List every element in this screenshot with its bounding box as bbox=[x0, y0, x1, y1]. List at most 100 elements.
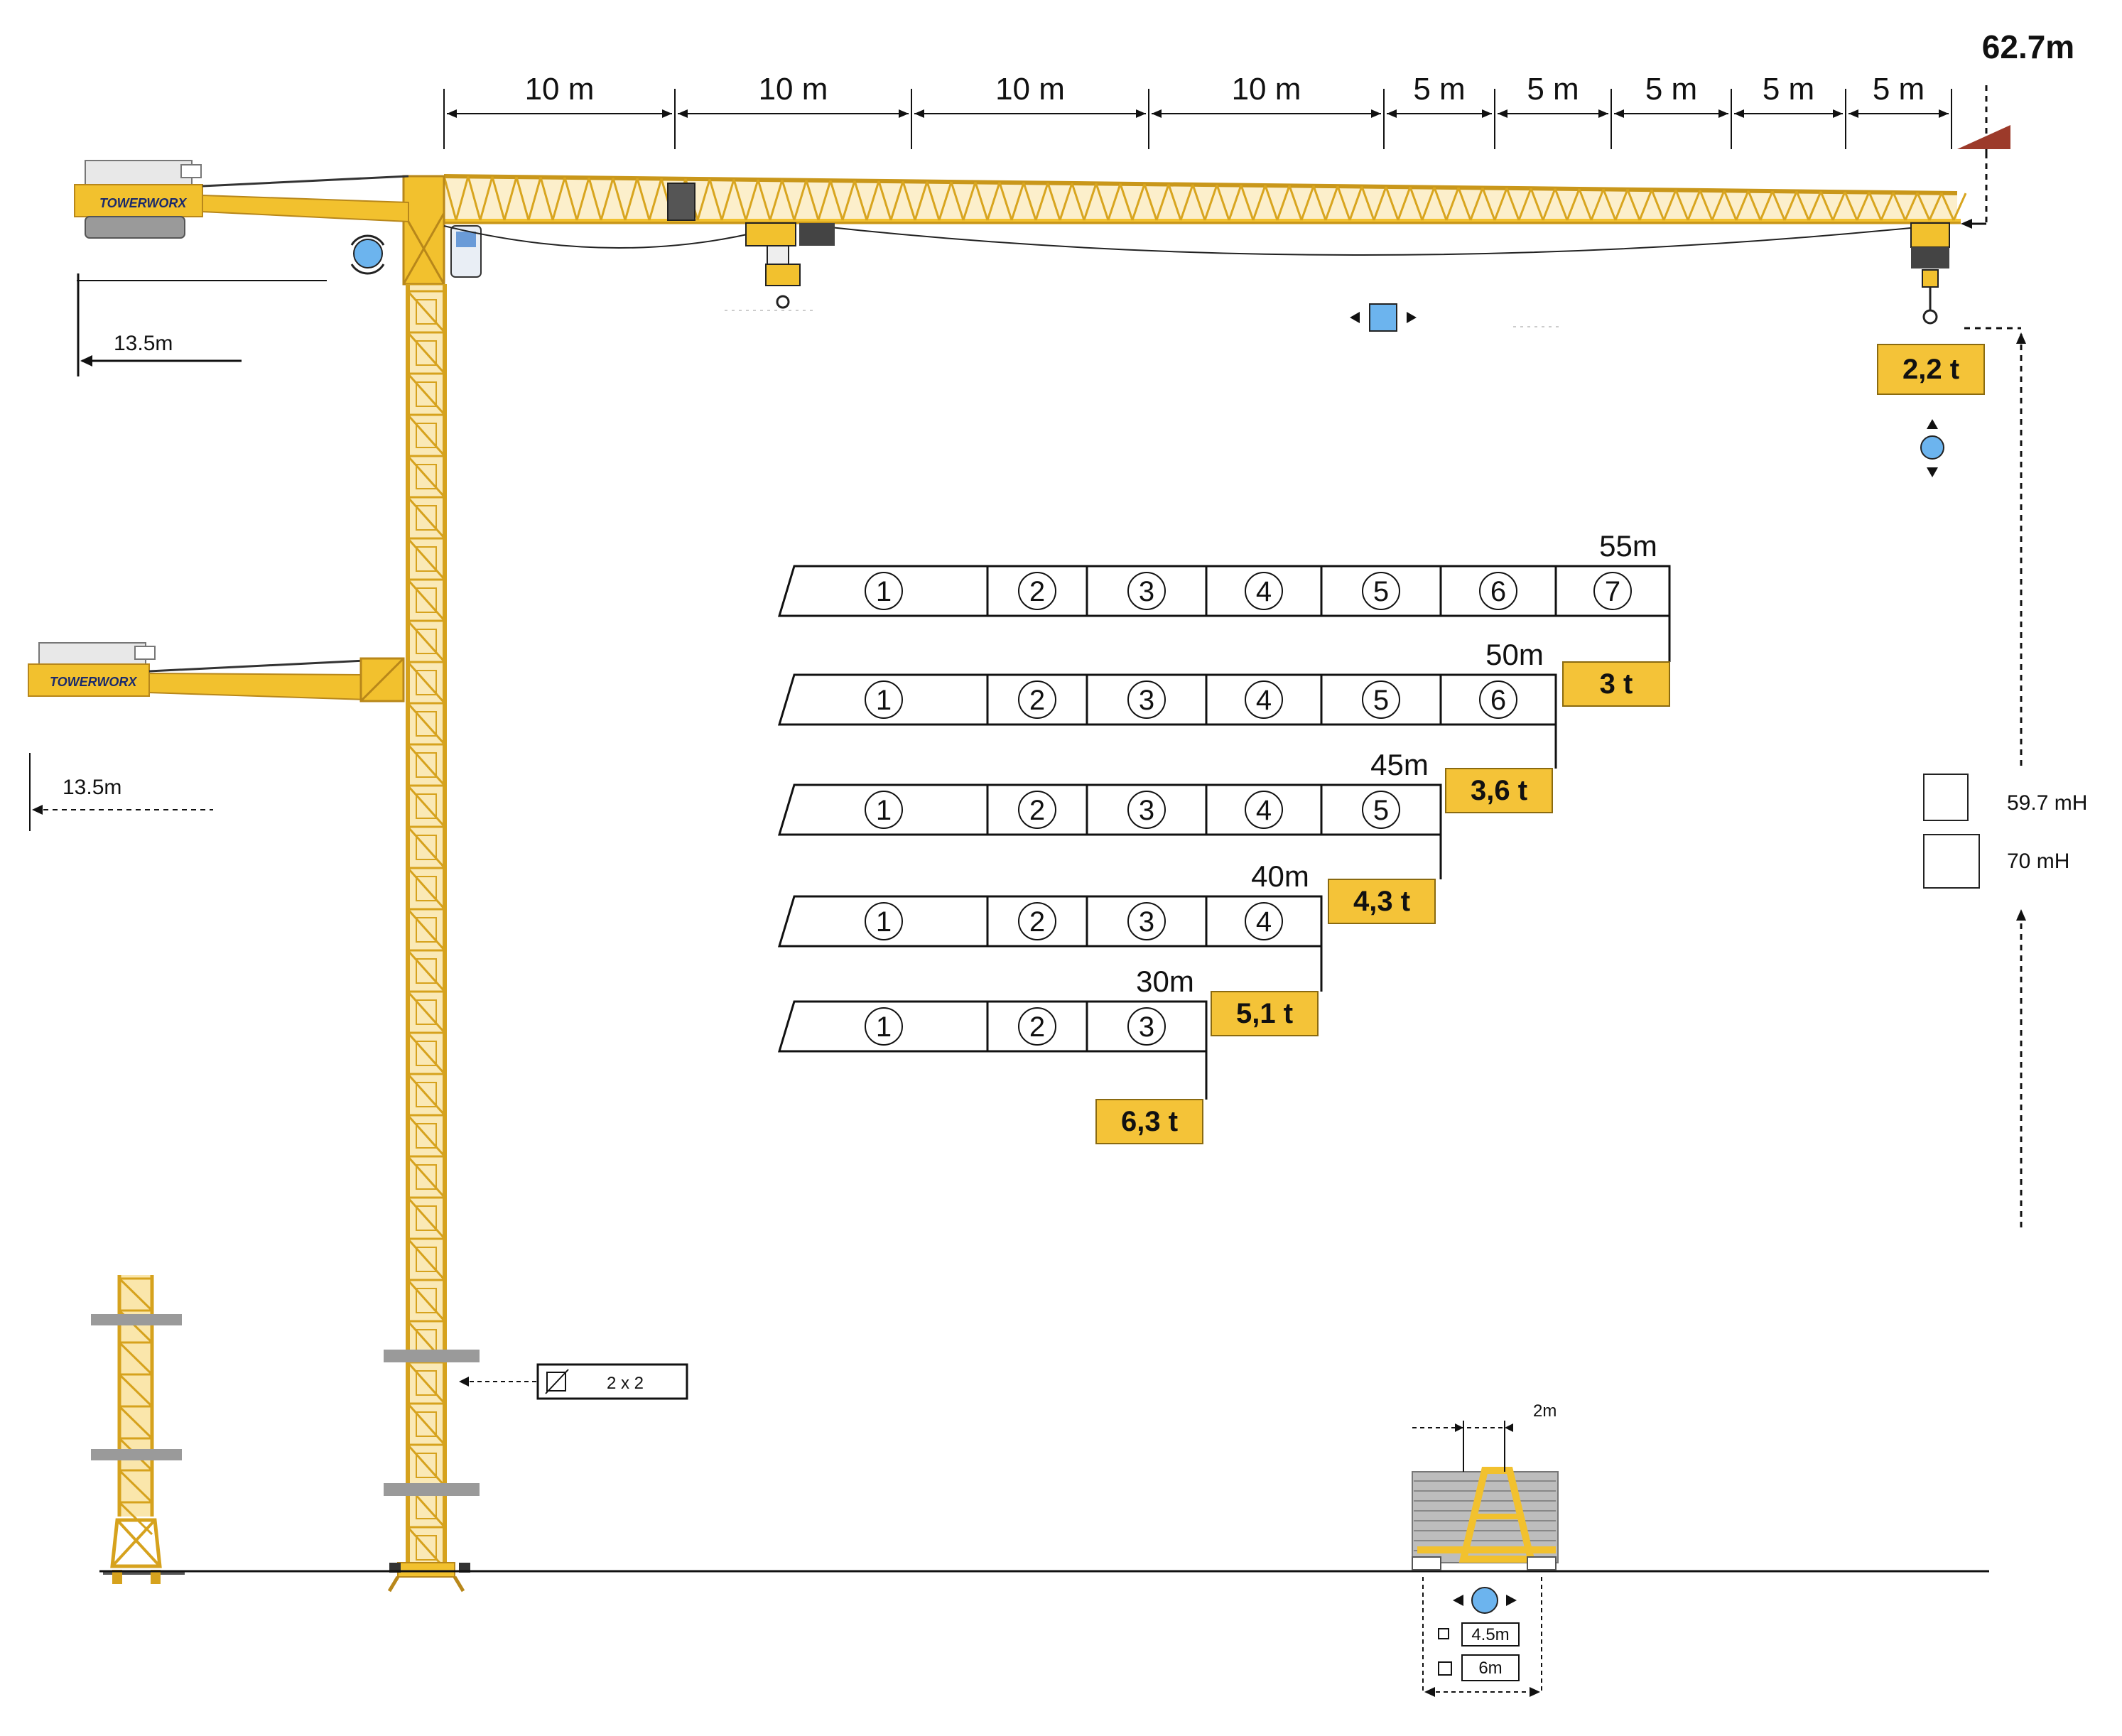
jib-length-label: 40m bbox=[1251, 859, 1309, 893]
section-number: 5 bbox=[1373, 576, 1389, 607]
base-size-label-1: 4.5m bbox=[1471, 1625, 1509, 1644]
hoist-icon bbox=[1920, 419, 1944, 477]
tower-head bbox=[402, 175, 482, 286]
section-number: 2 bbox=[1029, 795, 1045, 826]
base-size-label-2: 6m bbox=[1478, 1659, 1502, 1678]
section-marker bbox=[1593, 572, 1632, 610]
height-label-2: 70 mH bbox=[2007, 850, 2069, 873]
section-marker bbox=[1245, 680, 1283, 719]
jib-config-45m: 1 2 3 4 5 45m 4,3 t bbox=[777, 748, 1442, 924]
jib-length-label: 30m bbox=[1136, 965, 1194, 998]
dimension-label-2: 10 m bbox=[759, 72, 828, 107]
section-number: 3 bbox=[1139, 576, 1154, 607]
capacity-label: 5,1 t bbox=[1236, 998, 1293, 1029]
trolley-icon bbox=[1350, 303, 1417, 332]
base-size-option-1: 4.5m bbox=[1438, 1622, 1520, 1647]
section-number: 1 bbox=[876, 795, 892, 826]
section-marker bbox=[865, 1007, 903, 1046]
section-marker bbox=[1018, 1007, 1056, 1046]
base-width-label: 2m bbox=[1533, 1401, 1557, 1421]
section-marker bbox=[1245, 791, 1283, 829]
logo-upper: TOWERWORX bbox=[99, 196, 187, 210]
tower-mast bbox=[406, 284, 447, 1570]
capacity-label: 4,3 t bbox=[1353, 886, 1410, 917]
logo-lower: TOWERWORX bbox=[50, 675, 137, 689]
climbing-frames bbox=[384, 1350, 480, 1593]
height-label-1: 59.7 mH bbox=[2007, 791, 2087, 815]
section-marker bbox=[865, 902, 903, 940]
section-marker bbox=[1245, 572, 1283, 610]
counter-jib-upper-length: 13.5m bbox=[114, 332, 173, 355]
section-marker bbox=[1127, 791, 1166, 829]
section-number: 5 bbox=[1373, 795, 1389, 826]
counter-jib-lower: TOWERWORX 13.5m bbox=[28, 642, 405, 831]
section-number: 1 bbox=[876, 906, 892, 938]
height-option-2: 70 mH bbox=[1923, 834, 2069, 889]
section-number: 6 bbox=[1490, 576, 1506, 607]
capacity-label: 3,6 t bbox=[1471, 775, 1527, 806]
dimension-label-8: 5 m bbox=[1763, 72, 1814, 107]
main-jib bbox=[443, 174, 1967, 224]
section-number: 2 bbox=[1029, 576, 1045, 607]
section-number: 4 bbox=[1256, 906, 1272, 938]
jib-machinery bbox=[667, 183, 695, 221]
tip-capacity-box bbox=[1877, 344, 1985, 395]
height-option-1: 59.7 mH bbox=[1923, 774, 2087, 821]
dimension-label-1: 10 m bbox=[525, 72, 595, 107]
dimension-label-7: 5 m bbox=[1645, 72, 1697, 107]
capacity-label: 3 t bbox=[1600, 668, 1633, 700]
section-marker bbox=[1127, 680, 1166, 719]
section-number: 5 bbox=[1373, 685, 1389, 716]
section-number: 3 bbox=[1139, 795, 1154, 826]
mast-section-callout: 2 x 2 bbox=[536, 1363, 688, 1400]
section-number: 2 bbox=[1029, 685, 1045, 716]
section-marker bbox=[1127, 572, 1166, 610]
dimension-label-6: 5 m bbox=[1527, 72, 1579, 107]
height-wedge-icon bbox=[1957, 125, 2010, 149]
section-number: 1 bbox=[876, 685, 892, 716]
dimension-label-4: 10 m bbox=[1232, 72, 1301, 107]
dimension-label-9: 5 m bbox=[1873, 72, 1925, 107]
section-marker bbox=[1018, 902, 1056, 940]
section-number: 6 bbox=[1490, 685, 1506, 716]
mast-section-label: 2 x 2 bbox=[607, 1374, 644, 1393]
section-number: 7 bbox=[1605, 576, 1620, 607]
section-marker bbox=[1362, 572, 1400, 610]
section-marker bbox=[865, 680, 903, 719]
section-number: 1 bbox=[876, 1011, 892, 1043]
section-marker bbox=[1245, 902, 1283, 940]
mast-section-icon bbox=[545, 1369, 569, 1394]
capacity-box bbox=[1095, 1099, 1203, 1144]
section-marker bbox=[1127, 1007, 1166, 1046]
section-number: 3 bbox=[1139, 1011, 1154, 1043]
section-marker bbox=[1127, 902, 1166, 940]
dimension-label-3: 10 m bbox=[995, 72, 1065, 107]
section-marker bbox=[865, 791, 903, 829]
jib-length-label: 55m bbox=[1599, 529, 1657, 563]
section-marker bbox=[1479, 680, 1517, 719]
max-radius-label: 62.7m bbox=[1982, 28, 2074, 65]
jib-length-label: 45m bbox=[1370, 748, 1429, 781]
rotation-icon bbox=[350, 234, 385, 275]
section-number: 4 bbox=[1256, 576, 1272, 607]
capacity-box bbox=[1328, 879, 1436, 924]
section-number: 4 bbox=[1256, 685, 1272, 716]
capacity-box bbox=[1211, 991, 1319, 1036]
section-marker bbox=[1018, 791, 1056, 829]
climbing-mast-small bbox=[91, 1275, 185, 1584]
section-marker bbox=[1018, 680, 1056, 719]
section-number: 4 bbox=[1256, 795, 1272, 826]
section-marker bbox=[1362, 680, 1400, 719]
section-marker bbox=[865, 572, 903, 610]
capacity-box bbox=[1445, 768, 1553, 813]
section-number: 3 bbox=[1139, 685, 1154, 716]
crane-base: 2m bbox=[1412, 1401, 1559, 1570]
section-number: 2 bbox=[1029, 906, 1045, 938]
jib-length-label: 50m bbox=[1485, 638, 1544, 671]
trolley-hook-inner bbox=[745, 222, 835, 309]
